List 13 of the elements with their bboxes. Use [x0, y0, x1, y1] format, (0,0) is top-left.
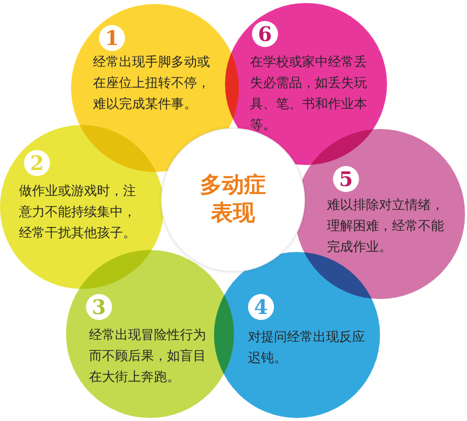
number-circle: 6 [252, 21, 278, 47]
description-text: 经常出现手脚多动或在座位上扭转不停，难以完成某件事。 [93, 54, 211, 114]
description-text: 在学校或家中经常丢失必需品，如丢失玩具、笔、书和作业本等。 [250, 54, 368, 135]
number-circle: 1 [99, 25, 125, 51]
number-circle: 2 [24, 150, 50, 176]
number-circle: 3 [86, 294, 112, 320]
description-text: 对提问经常出现反应迟钝。 [248, 329, 366, 368]
description-text: 经常出现冒险性行为而不顾后果，如盲目在大街上奔跑。 [89, 327, 207, 387]
description-text: 难以排除对立情绪，理解困难，经常不能完成作业。 [327, 197, 445, 257]
center-title: 多动症表现 [199, 172, 267, 228]
number-circle: 4 [248, 294, 274, 320]
number-circle: 5 [333, 166, 359, 192]
description-text: 做作业或游戏时，注意力不能持续集中，经常干扰其他孩子。 [19, 183, 137, 243]
